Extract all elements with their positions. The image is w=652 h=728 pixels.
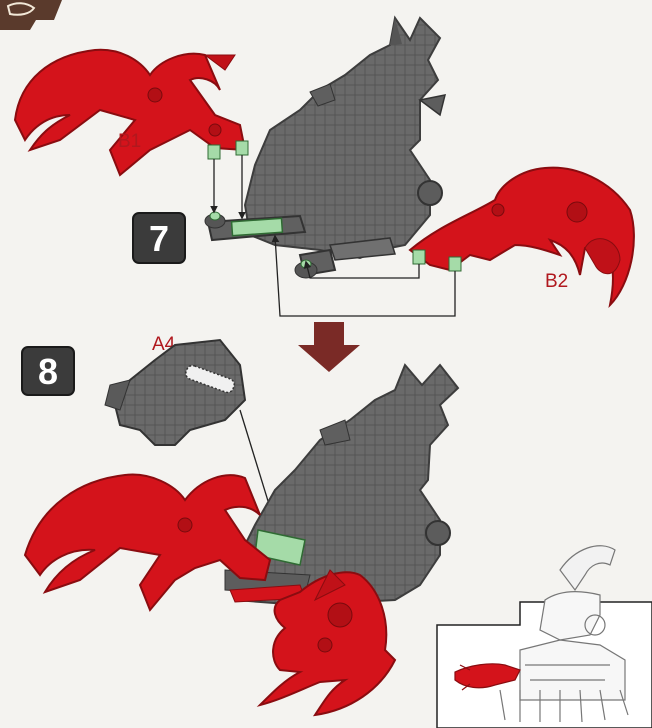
part-label-b1: B1 [118, 131, 141, 152]
step-7-assembly: 7 B1 B2 [15, 18, 634, 316]
step-8-number: 8 [38, 351, 58, 392]
claw-b2 [410, 168, 634, 305]
claw-b1 [15, 50, 248, 175]
part-label-b2: B2 [545, 271, 568, 292]
completed-model-preview-icon [437, 546, 652, 728]
down-arrow-icon [298, 322, 360, 372]
step-8-assembly: 8 A4 [22, 334, 458, 715]
step-7-number: 7 [149, 218, 169, 259]
step-7-badge: 7 [133, 213, 185, 263]
part-a4 [105, 340, 245, 445]
step-8-badge: 8 [22, 347, 74, 395]
manual-logo-icon [0, 0, 62, 30]
